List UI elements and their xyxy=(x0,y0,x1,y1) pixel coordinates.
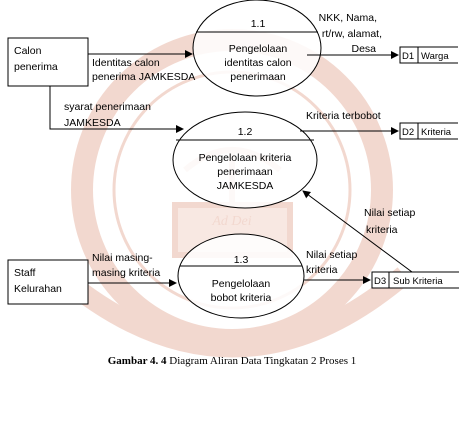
process-label-line2: identitas calon xyxy=(224,57,291,69)
process-label-line1: Pengelolaan xyxy=(212,278,271,290)
flow-label-line1: NKK, Nama, xyxy=(319,12,377,24)
caption-text: Diagram Aliran Data Tingkatan 2 Proses 1 xyxy=(167,355,357,367)
process-label-line2: bobot kriteria xyxy=(211,292,272,304)
flow-nilai-masing: Nilai masing- masing kriteria xyxy=(88,252,177,287)
entity-label-line1: Staff xyxy=(14,267,35,279)
entity-label-line1: Calon xyxy=(14,45,42,57)
svg-text:Ad Dei: Ad Dei xyxy=(211,214,251,229)
figure-caption: Gambar 4. 4 Diagram Aliran Data Tingkata… xyxy=(108,355,357,367)
flow-label-line2: kriteria xyxy=(306,264,338,276)
flow-label-line2: masing kriteria xyxy=(92,267,160,279)
flow-nkk: NKK, Nama, rt/rw, alamat, Desa xyxy=(307,12,399,59)
process-1-1: 1.1 Pengelolaan identitas calon penerima… xyxy=(192,0,322,97)
data-store-d1: D1 Warga xyxy=(399,46,458,64)
flow-label-line2: kriteria xyxy=(366,224,398,236)
process-number: 1.3 xyxy=(234,254,249,266)
data-store-id: D1 xyxy=(402,51,414,62)
data-store-d2: D2 Kriteria xyxy=(399,122,458,140)
flow-label: Kriteria terbobot xyxy=(306,110,381,122)
entity-label-line2: penerima xyxy=(14,61,58,73)
data-store-name: Sub Kriteria xyxy=(393,276,443,287)
process-label-line1: Pengelolaan kriteria xyxy=(199,152,292,164)
process-number: 1.1 xyxy=(251,18,266,30)
data-store-id: D3 xyxy=(374,276,386,287)
data-store-name: Warga xyxy=(421,51,449,62)
data-store-id: D2 xyxy=(402,127,414,138)
flow-nilai-setiap-to-1-2: Nilai setiap kriteria xyxy=(302,190,416,273)
flow-syarat-penerimaan: syarat penerimaan JAMKESDA xyxy=(49,86,184,133)
flow-label-line2: JAMKESDA xyxy=(64,117,121,129)
flow-label-line2: penerima JAMKESDA xyxy=(92,71,195,83)
caption-number: Gambar 4. 4 xyxy=(108,355,167,367)
process-label-line3: JAMKESDA xyxy=(217,180,274,192)
flow-label-line1: Nilai setiap xyxy=(364,207,416,219)
flow-label-line1: Identitas calon xyxy=(92,57,160,69)
flow-label-line2: rt/rw, alamat, xyxy=(322,28,382,40)
data-store-name: Kriteria xyxy=(421,127,452,138)
process-1-2: 1.2 Pengelolaan kriteria penerimaan JAMK… xyxy=(172,111,318,209)
data-store-d3: D3 Sub Kriteria xyxy=(371,271,459,289)
entity-calon-penerima: Calon penerima xyxy=(7,37,89,87)
flow-label-line1: Nilai masing- xyxy=(92,252,153,264)
entity-staff-kelurahan: Staff Kelurahan xyxy=(7,259,89,305)
flow-identitas-calon: Identitas calon penerima JAMKESDA xyxy=(88,50,195,83)
process-label-line3: penerimaan xyxy=(230,71,286,83)
flow-kriteria-terbobot: Kriteria terbobot xyxy=(300,110,399,135)
entity-label-line2: Kelurahan xyxy=(14,283,62,295)
flow-nilai-setiap-to-d3: Nilai setiap kriteria xyxy=(304,249,371,284)
process-label-line1: Pengelolaan xyxy=(229,43,288,55)
flow-label-line1: Nilai setiap xyxy=(306,249,358,261)
flow-label-line3: Desa xyxy=(351,43,376,55)
process-1-3: 1.3 Pengelolaan bobot kriteria xyxy=(177,233,305,319)
process-number: 1.2 xyxy=(238,126,253,138)
process-label-line2: penerimaan xyxy=(217,166,273,178)
flow-label-line1: syarat penerimaan xyxy=(64,101,151,113)
